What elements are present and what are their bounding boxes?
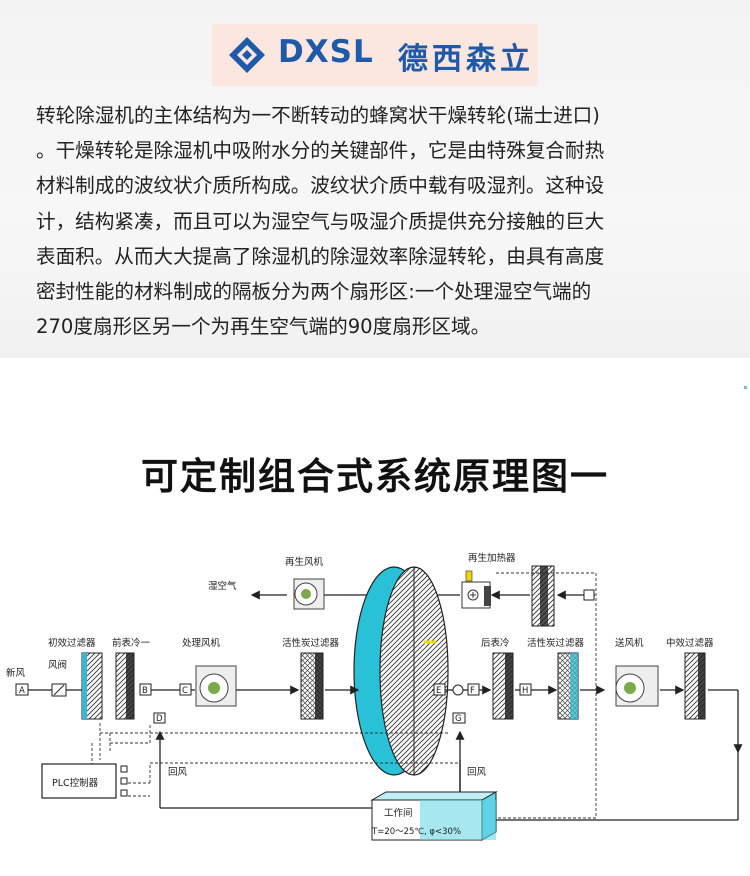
system-schematic: 再生风机 湿空气 再生加热器 初效过滤器 前表冷一 处理风机 活性炭过滤器 后表…: [6, 552, 743, 841]
marker-d-text: D: [156, 714, 163, 724]
heater-indicator: [465, 570, 473, 582]
description-paragraph: 转轮除湿机的主体结构为一不断转动的蜂窝状干燥转轮(瑞士进口) 。干燥转轮是除湿机…: [36, 98, 726, 344]
label-post-cooler: 后表冷: [481, 637, 510, 649]
label-wet-air: 湿空气: [208, 580, 237, 592]
marker-a: [15, 683, 29, 696]
label-carbon-filter-2: 活性炭过滤器: [527, 637, 585, 649]
marker-c-text: C: [182, 686, 188, 696]
mixing-point-icon: [452, 684, 464, 696]
marker-b-text: B: [142, 686, 148, 696]
marker-f: [467, 683, 480, 696]
marker-g: [452, 712, 466, 724]
workroom-top: [370, 791, 498, 801]
paragraph-line: 270度扇形区另一个为再生空气端的90度扇形区域。: [36, 315, 491, 339]
paragraph-line: 计，结构紧凑，而且可以为湿空气与吸湿介质提供充分接触的巨大: [36, 209, 605, 233]
paragraph-line: 。干燥转轮是除湿机中吸附水分的关键部件，它是由特殊复合耐热: [36, 139, 605, 163]
label-return-air-1: 回风: [168, 767, 188, 778]
diagram-heading: 可定制组合式系统原理图一: [141, 455, 609, 498]
logo-brand-en: DXSL: [278, 34, 374, 70]
label-supply-fan: 送风机: [615, 637, 644, 649]
label-regen-heater: 再生加热器: [468, 552, 516, 564]
marker-a-text: A: [19, 686, 25, 696]
plc-controller: [41, 763, 117, 799]
intro-panel: DXSL 德西森立 转轮除湿机的主体结构为一不断转动的蜂窝状干燥转轮(瑞士进口)…: [0, 0, 750, 358]
decorative-dot: [744, 386, 747, 389]
marker-f-text: F: [470, 686, 475, 696]
label-regen-fan: 再生风机: [285, 556, 324, 568]
regen-fan-hub: [301, 589, 311, 599]
label-workroom-condition: T=20～25℃, φ<30%: [371, 827, 461, 837]
label-primary-filter: 初效过滤器: [48, 637, 96, 649]
label-process-fan: 处理风机: [182, 637, 221, 649]
label-air-valve: 风阀: [48, 659, 67, 671]
paragraph-line: 表面积。从而大大提高了除湿机的除湿效率除湿转轮，由具有高度: [36, 244, 605, 268]
heater-control-line: [480, 572, 597, 819]
label-workroom: 工作间: [384, 807, 413, 819]
marker-h-text: H: [522, 686, 528, 696]
marker-g-text: G: [455, 714, 462, 724]
marker-e: [433, 683, 446, 696]
label-medium-filter: 中效过滤器: [666, 637, 714, 649]
paragraph-line: 转轮除湿机的主体结构为一不断转动的蜂窝状干燥转轮(瑞士进口): [36, 104, 600, 127]
paragraph-line: 密封性能的材料制成的隔板分为两个扇形区:一个处理湿空气端的: [36, 279, 592, 303]
label-pre-cooler: 前表冷一: [112, 637, 151, 649]
label-carbon-filter-1: 活性炭过滤器: [282, 637, 340, 649]
logo: DXSL 德西森立: [212, 24, 538, 86]
marker-d: [153, 712, 166, 724]
diamond-logo-icon: [229, 37, 265, 73]
marker-b: [139, 683, 152, 696]
label-fresh-air: 新风: [6, 667, 26, 679]
marker-h: [519, 683, 532, 696]
label-plc: PLC控制器: [52, 777, 99, 789]
marker-e-text: E: [436, 686, 441, 696]
marker-c: [179, 683, 192, 696]
label-return-air-2: 回风: [467, 767, 487, 778]
paragraph-line: 材料制成的波纹状介质所构成。波纹状介质中载有吸湿剂。这种设: [36, 174, 605, 198]
logo-brand-cn: 德西森立: [398, 42, 534, 77]
